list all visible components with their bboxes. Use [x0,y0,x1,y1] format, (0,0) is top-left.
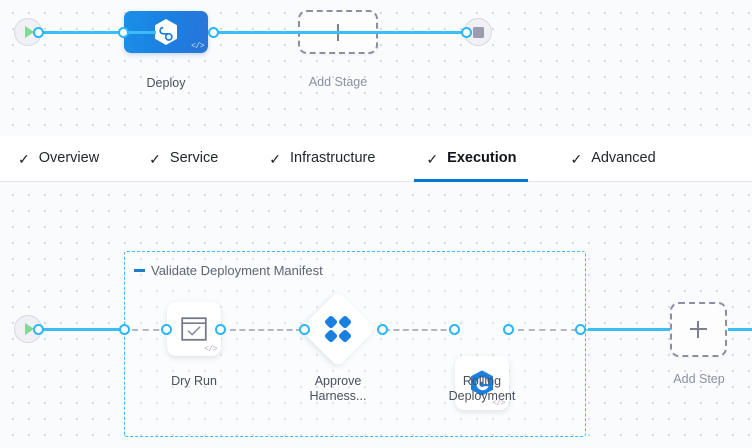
edge-group-to-addstep [588,328,670,331]
port-deploy-in[interactable] [118,27,129,38]
step-group-title-label: Validate Deployment Manifest [151,263,323,278]
port-rolling-out[interactable] [503,324,514,335]
rolling-deployment-icon [471,370,493,396]
port-end-in[interactable] [461,27,472,38]
stage-canvas[interactable]: </> Deploy Add Stage [0,0,752,136]
check-icon: ✓ [570,150,583,167]
minus-icon[interactable] [134,269,145,272]
rolling-code-badge: </> [492,399,505,408]
tab-infrastructure-label: Infrastructure [290,150,376,167]
dry-run-code-badge: </> [204,345,217,354]
add-step-button[interactable] [670,302,727,357]
dry-run-checkbox-icon [181,317,207,341]
stage-tab-bar[interactable]: ✓ Overview ✓ Service ✓ Infrastructure ✓ … [0,136,752,182]
execution-canvas[interactable]: Validate Deployment Manifest </> Dry Run [0,182,752,448]
step-node-approve-harness[interactable] [299,290,377,368]
tab-execution[interactable]: ✓ Execution [414,136,529,182]
plus-icon [690,321,707,338]
edge-start-to-group [36,328,128,331]
add-step-label: Add Step [673,372,725,386]
edge-group-to-dryrun [132,329,170,331]
step-label-dry-run: Dry Run [171,374,217,388]
tab-advanced-label: Advanced [591,150,656,167]
port-exec-start-out[interactable] [33,324,44,335]
stage-label-deploy: Deploy [146,76,186,90]
port-approve-out[interactable] [377,324,388,335]
tab-service-label: Service [169,150,219,167]
edge-rolling-to-group-exit [518,329,588,331]
port-rolling-in[interactable] [449,324,460,335]
tab-execution-label: Execution [447,150,517,167]
tab-advanced[interactable]: ✓ Advanced [570,136,655,182]
check-icon: ✓ [149,150,161,167]
approval-clover-icon [325,316,351,342]
add-stage-label: Add Stage [308,75,368,89]
step-node-dry-run[interactable]: </> [167,302,221,356]
check-icon: ✓ [269,150,281,167]
port-deploy-out[interactable] [208,27,219,38]
port-dryrun-in[interactable] [161,324,172,335]
port-dryrun-out[interactable] [215,324,226,335]
port-group-out[interactable] [575,324,586,335]
step-group-title[interactable]: Validate Deployment Manifest [134,263,323,278]
edge-deploy-to-end [214,31,470,34]
tab-service[interactable]: ✓ Service [149,136,218,182]
edge-dryrun-to-approve [230,329,302,331]
step-node-rolling-deployment[interactable]: </> [455,356,509,410]
tab-infrastructure[interactable]: ✓ Infrastructure [269,136,375,182]
harness-hexagon-icon [155,19,177,45]
edge-start-to-deploy [36,31,156,34]
port-approve-in[interactable] [299,324,310,335]
port-start-out[interactable] [33,27,44,38]
deploy-code-badge: </> [191,42,204,51]
edge-addstep-onward [728,328,752,331]
check-icon: ✓ [18,150,30,167]
check-icon: ✓ [426,150,439,167]
edge-approve-to-rolling [384,329,456,331]
tab-overview[interactable]: ✓ Overview [18,136,99,182]
step-label-rolling-deployment: Rolling Deployment [448,374,516,403]
port-group-in[interactable] [119,324,130,335]
tab-overview-label: Overview [38,150,100,167]
step-label-approve-harness: Approve Harness... [309,374,367,403]
